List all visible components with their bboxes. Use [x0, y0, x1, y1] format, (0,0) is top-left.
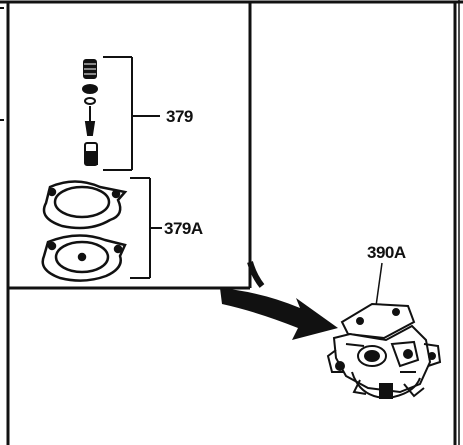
- inset-box: [8, 2, 252, 290]
- label-379a: 379A: [164, 219, 203, 238]
- bracket-379a: [130, 177, 162, 279]
- carburetor-icon: [326, 302, 442, 400]
- label-379: 379: [166, 107, 193, 126]
- bracket-379: [103, 56, 160, 171]
- label-390a: 390A: [367, 243, 406, 262]
- curved-arrow-icon: [220, 261, 338, 340]
- gasket-icon: [41, 180, 128, 282]
- needle-valve-assembly-icon: [82, 59, 98, 166]
- leader-390a: [375, 262, 383, 307]
